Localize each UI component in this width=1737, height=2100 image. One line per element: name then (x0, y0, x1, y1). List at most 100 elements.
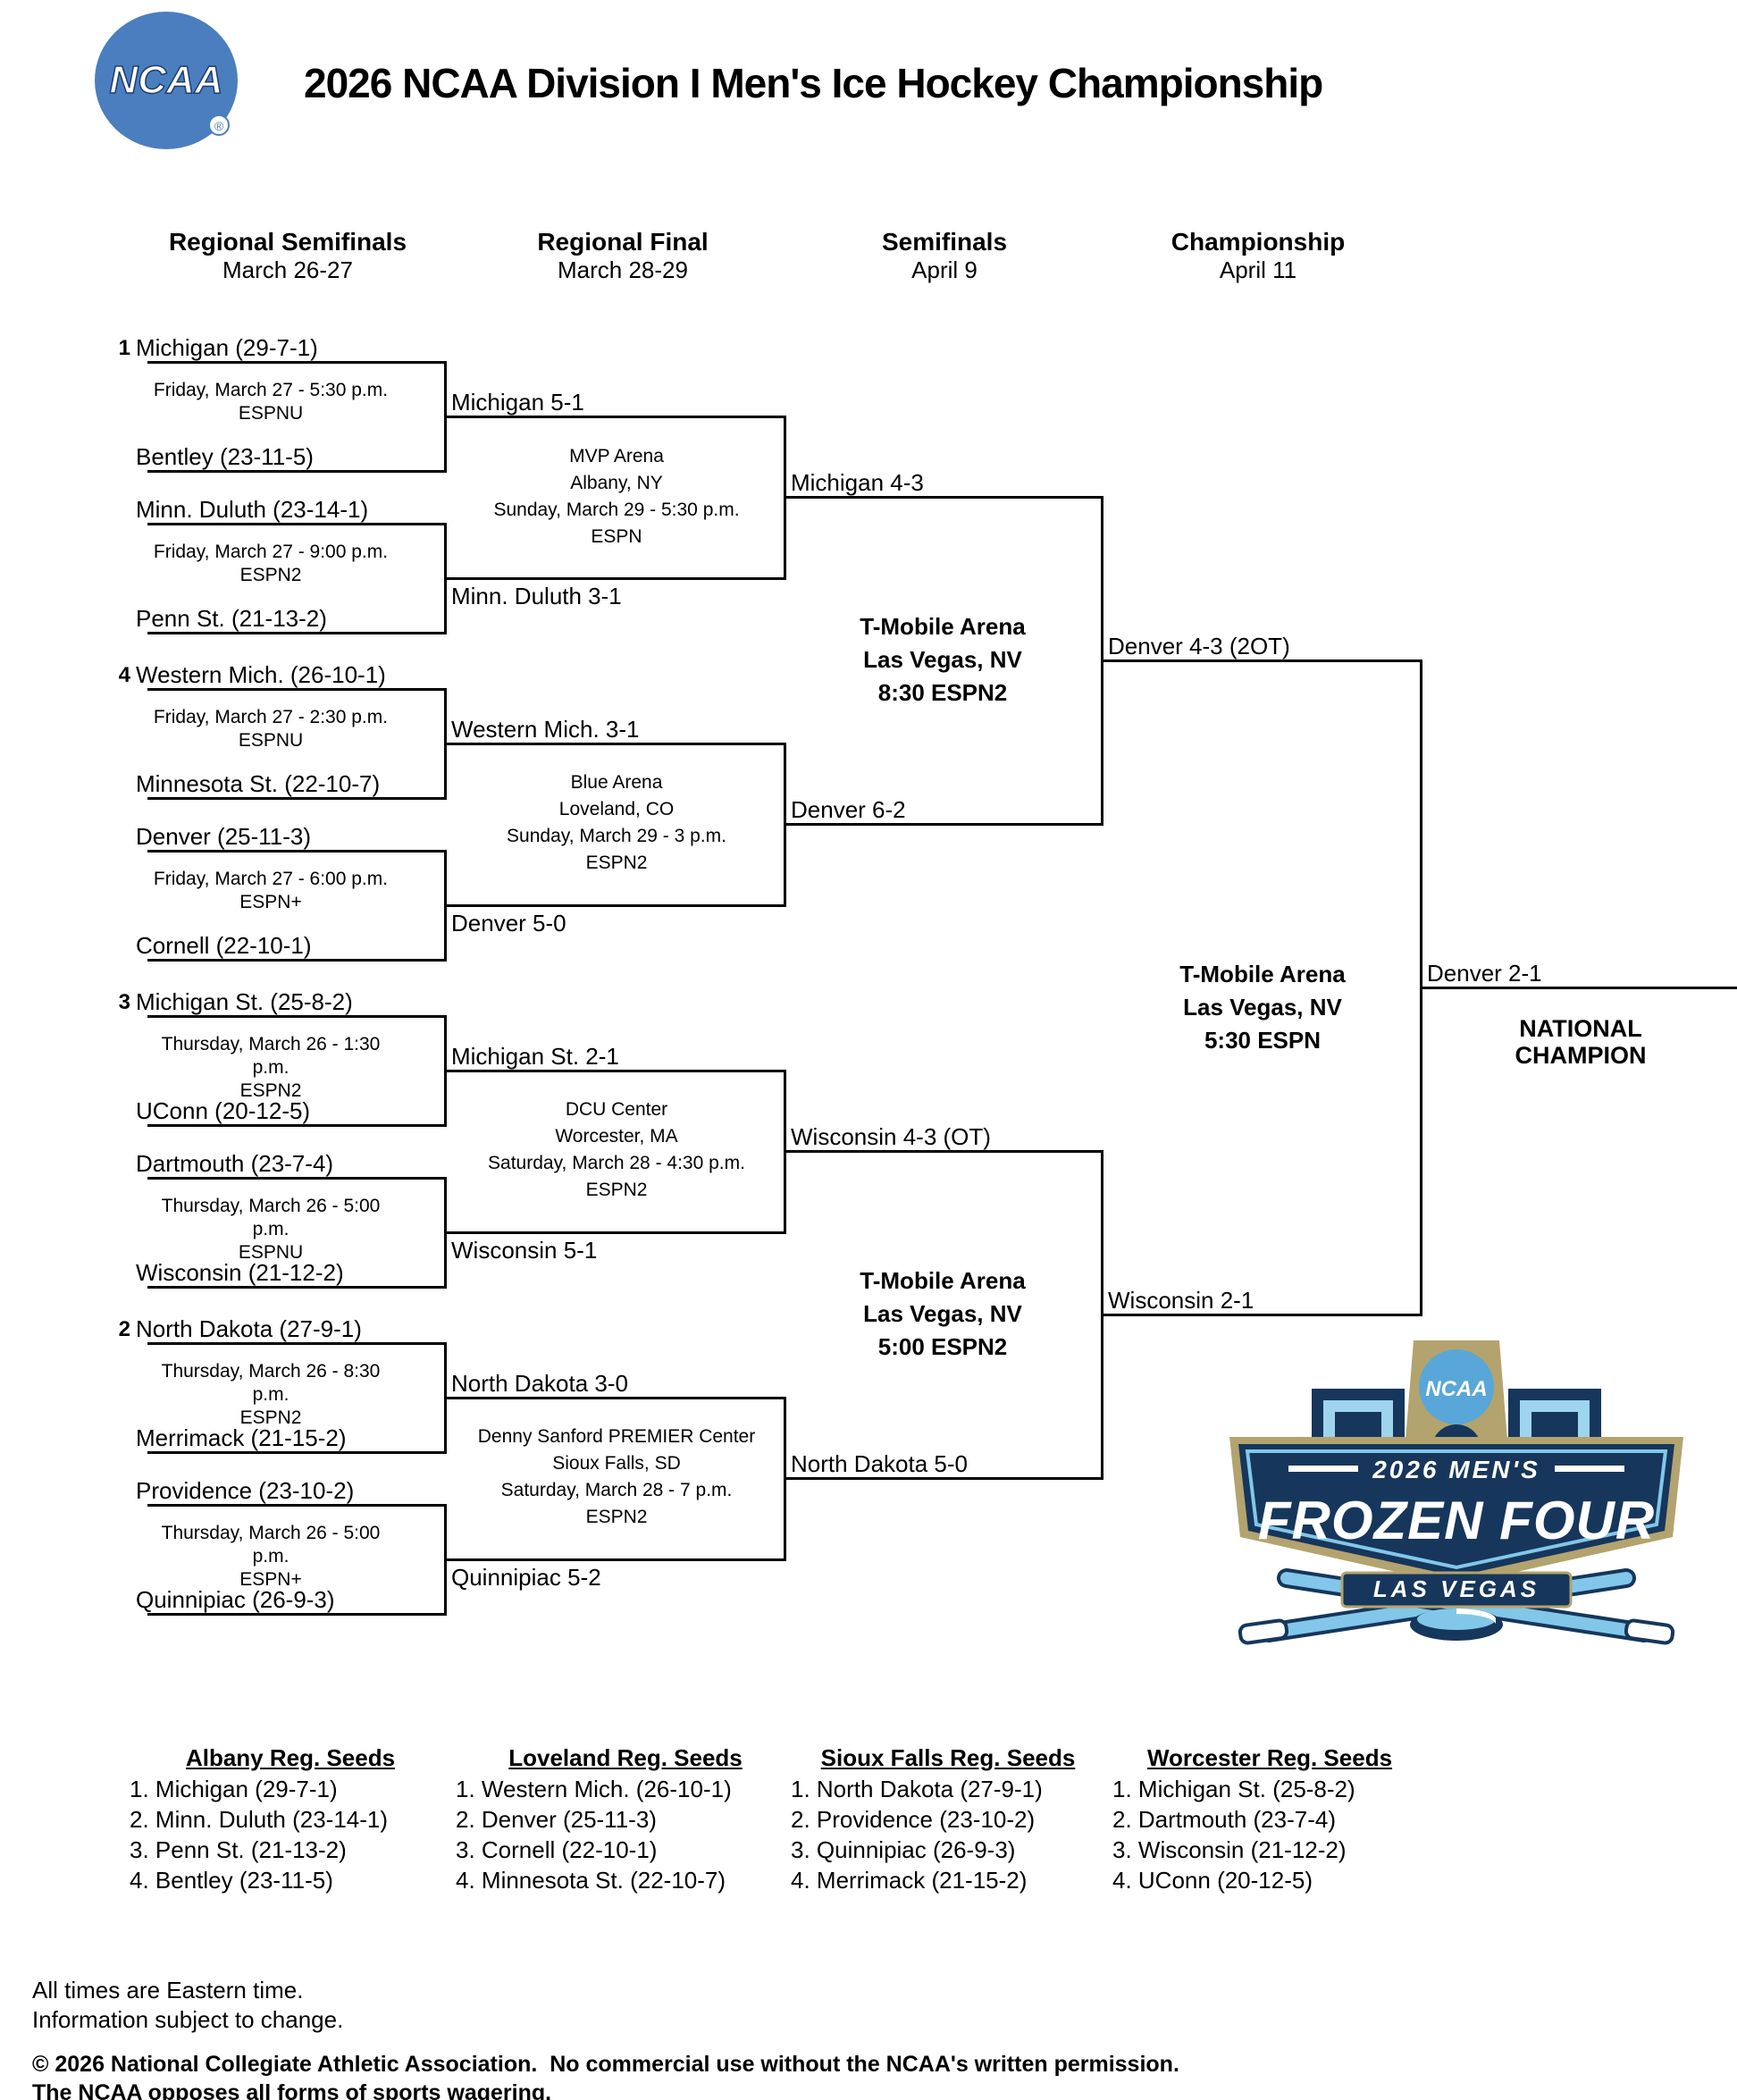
seed-list-item: 2. Providence (23-10-2) (791, 1806, 1036, 1833)
semifinal-location: Las Vegas, NV (863, 1300, 1022, 1327)
semifinal-time-network: 5:00 ESPN2 (877, 1333, 1008, 1360)
semifinal-info: T-Mobile Arena Las Vegas, NV 5:00 ESPN2 (809, 1264, 1077, 1364)
bracket-line-h (147, 1124, 447, 1127)
bracket-line-h (1103, 659, 1422, 662)
team-name: Bentley (23-11-5) (136, 443, 314, 470)
game-network: ESPN+ (239, 1569, 302, 1590)
seed-list-item: 4. Minnesota St. (22-10-7) (456, 1867, 726, 1894)
game-network: ESPN2 (239, 565, 302, 585)
team-name: Cornell (22-10-1) (136, 932, 312, 959)
seed-list-item: 1. North Dakota (27-9-1) (791, 1776, 1043, 1802)
game-datetime: Thursday, March 26 - 5:00 p.m. (161, 1196, 381, 1239)
city-banner: LAS VEGAS (1340, 1571, 1573, 1609)
venue-datetime: Saturday, March 28 - 4:30 p.m. (488, 1153, 745, 1173)
game-datetime: Friday, March 27 - 9:00 p.m. (153, 542, 389, 562)
game-datetime: Thursday, March 26 - 5:00 p.m. (161, 1523, 381, 1567)
venue-location: Worcester, MA (555, 1126, 678, 1147)
venue-name: DCU Center (565, 1099, 668, 1120)
seed-list-item: 4. UConn (20-12-5) (1112, 1867, 1313, 1894)
regional-final-info: DCU Center Worcester, MA Saturday, March… (456, 1096, 777, 1204)
venue-name: Denny Sanford PREMIER Center (477, 1426, 756, 1447)
bracket-line-h (147, 1613, 447, 1616)
team-name: Wisconsin (21-12-2) (136, 1259, 344, 1286)
champion-winner-label: Denver 2-1 (1427, 960, 1542, 987)
bracket-line-v (444, 1177, 447, 1289)
national-champion-line2: CHAMPION (1515, 1042, 1647, 1069)
championship-info: T-Mobile Arena Las Vegas, NV 5:30 ESPN (1129, 958, 1397, 1057)
puck-icon (1410, 1609, 1503, 1641)
game-info: Friday, March 27 - 5:30 p.m. ESPNU (146, 379, 396, 425)
bracket-line-h (447, 1397, 786, 1399)
bracket-line-v (784, 416, 786, 580)
seed-list-item: 1. Michigan St. (25-8-2) (1112, 1776, 1355, 1802)
seed-list-item: 2. Denver (25-11-3) (456, 1806, 657, 1833)
semifinal-location: Las Vegas, NV (863, 646, 1022, 673)
seed-list-item: 3. Penn St. (21-13-2) (130, 1836, 347, 1863)
seed-list-item: 2. Dartmouth (23-7-4) (1112, 1806, 1336, 1833)
bracket-line-h (147, 361, 447, 364)
bracket-line-h (147, 1504, 447, 1507)
bracket-line-v (444, 1342, 447, 1454)
page-title: 2026 NCAA Division I Men's Ice Hockey Ch… (304, 60, 1323, 106)
bracket-line-h (447, 416, 786, 418)
bracket-line-h (786, 1150, 1103, 1153)
team-name: Merrimack (21-15-2) (136, 1424, 347, 1451)
seed-list-item: 3. Cornell (22-10-1) (456, 1836, 658, 1863)
registered-icon: ® (214, 119, 224, 133)
bracket-line-v (784, 1397, 786, 1561)
bracket-line-h (147, 1286, 447, 1289)
round-header-semifinals: Semifinals (881, 228, 1008, 256)
venue-network: ESPN2 (585, 853, 648, 873)
venue-network: ESPN2 (585, 1180, 648, 1200)
bracket-line-h (147, 523, 447, 525)
logo-year-text: 2026 MEN'S (1372, 1456, 1540, 1483)
bracket-line-h (147, 470, 447, 473)
bracket-line-h (1103, 1314, 1422, 1316)
bracket-line-h (147, 1451, 447, 1454)
logo-title-text: FROZEN FOUR (1258, 1491, 1655, 1550)
venue-datetime: Saturday, March 28 - 7 p.m. (500, 1480, 733, 1500)
round-dates-championship: April 11 (1219, 256, 1297, 283)
game-datetime: Thursday, March 26 - 1:30 p.m. (161, 1034, 381, 1078)
winner-label: Denver 5-0 (451, 910, 566, 937)
championship-location: Las Vegas, NV (1183, 994, 1342, 1021)
game-datetime: Thursday, March 26 - 8:30 p.m. (161, 1361, 381, 1405)
team-name: UConn (20-12-5) (136, 1097, 311, 1124)
team-name: Michigan St. (25-8-2) (136, 988, 353, 1015)
regional-final-info: MVP Arena Albany, NY Sunday, March 29 - … (456, 443, 777, 550)
logo-ncaa-text: NCAA (1425, 1377, 1487, 1401)
bracket-line-h (147, 850, 447, 853)
game-network: ESPNU (238, 1242, 304, 1263)
semifinal-venue: T-Mobile Arena (860, 613, 1026, 640)
semifinal-venue: T-Mobile Arena (860, 1267, 1026, 1294)
winner-label: Wisconsin 5-1 (451, 1237, 598, 1264)
bracket-line-h (447, 577, 786, 580)
regional-final-info: Blue Arena Loveland, CO Sunday, March 29… (456, 769, 777, 877)
round-header-championship: Championship (1171, 228, 1346, 256)
round-header-regional-final: Regional Final (537, 228, 709, 256)
championship-venue: T-Mobile Arena (1179, 961, 1346, 987)
seed-list-item: 1. Western Mich. (26-10-1) (456, 1776, 732, 1802)
bracket-line-h (447, 1231, 786, 1234)
bracket-line-v (1420, 659, 1422, 1316)
logo-city-text: LAS VEGAS (1373, 1575, 1540, 1602)
bracket-line-v (784, 743, 786, 907)
regional-winner-label: Wisconsin 4-3 (OT) (791, 1123, 991, 1150)
bracket-line-v (1101, 496, 1103, 826)
venue-name: MVP Arena (569, 446, 664, 466)
seed-list-title: Loveland Reg. Seeds (508, 1744, 743, 1771)
regional-winner-label: North Dakota 5-0 (791, 1450, 968, 1477)
seed-list-item: 3. Wisconsin (21-12-2) (1112, 1836, 1347, 1863)
game-info: Thursday, March 26 - 8:30 p.m. ESPN2 (146, 1360, 396, 1430)
team-name: North Dakota (27-9-1) (136, 1315, 362, 1342)
bracket-line-h (447, 1558, 786, 1561)
venue-network: ESPN (591, 526, 642, 547)
team-name: Denver (25-11-3) (136, 823, 312, 850)
team-name: Penn St. (21-13-2) (136, 605, 327, 632)
ncaa-logo-text: NCAA (109, 58, 222, 102)
seed-list-item: 4. Bentley (23-11-5) (130, 1867, 333, 1894)
bracket-line-h (147, 1177, 447, 1180)
semifinal-winner-label: Wisconsin 2-1 (1108, 1287, 1254, 1314)
national-champion-label: NATIONAL CHAMPION (1447, 1015, 1715, 1069)
venue-location: Loveland, CO (558, 799, 675, 819)
